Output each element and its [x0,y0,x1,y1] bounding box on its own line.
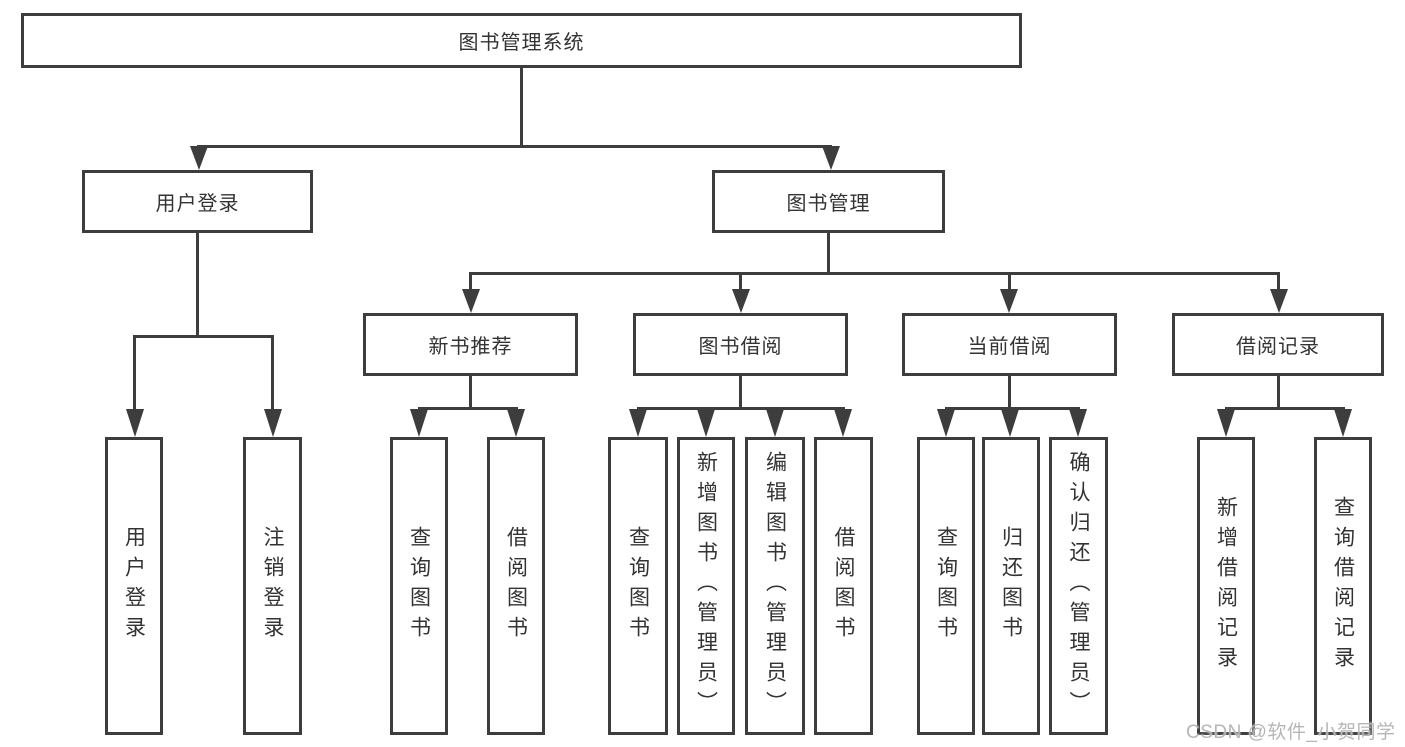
leaf-label: 确认归还（管理员） [1067,451,1090,721]
node-new-book-recommend: 新书推荐 [363,313,578,376]
leaf-add-book-admin: 新增图书（管理员） [677,437,735,735]
leaf-label: 查询图书 [407,526,431,646]
node-book-management: 图书管理 [712,170,945,233]
leaf-query-borrow-record: 查询借阅记录 [1314,437,1372,735]
edge-bookmgmt-drop [739,272,742,292]
node-user-login: 用户登录 [82,170,313,233]
arrow-down-icon [1270,289,1288,313]
leaf-label: 借阅图书 [504,526,528,646]
arrow-down-icon [410,409,428,437]
leaf-label: 查询图书 [934,526,958,646]
leaf-query-books-borrowing: 查询图书 [608,437,668,735]
node-borrow-records: 借阅记录 [1172,313,1384,376]
edge-userlogin-drop [271,335,274,411]
leaf-label: 新增图书（管理员） [694,451,718,721]
leaf-borrow-books-recommend: 借阅图书 [487,437,545,735]
arrow-down-icon [1000,289,1018,313]
edge-current-stem [1008,376,1011,409]
arrow-down-icon [629,409,647,437]
arrow-down-icon [190,146,208,170]
leaf-user-login: 用户登录 [105,437,163,735]
edge-bookmgmt-drop [1277,272,1280,292]
leaf-label: 归还图书 [999,526,1023,646]
edge-current-split [945,407,1080,410]
leaf-query-books-recommend: 查询图书 [390,437,448,735]
leaf-label: 注销登录 [261,526,284,646]
edge-newbook-stem [469,376,472,409]
leaf-logout: 注销登录 [243,437,302,735]
edge-bookmgmt-split [469,272,1280,275]
node-current-borrowing: 当前借阅 [902,313,1117,376]
node-book-borrowing: 图书借阅 [633,313,848,376]
arrow-down-icon [732,289,750,313]
edge-root-split [197,145,832,148]
arrow-down-icon [766,409,784,437]
leaf-confirm-return-admin: 确认归还（管理员） [1049,437,1108,735]
edge-borrow-split [637,407,845,410]
arrow-down-icon [264,409,282,437]
leaf-label: 借阅图书 [832,526,855,646]
arrow-down-icon [507,409,525,437]
arrow-down-icon [834,409,852,437]
edge-userlogin-drop [133,335,136,411]
leaf-add-borrow-record: 新增借阅记录 [1197,437,1255,735]
arrow-down-icon [822,146,840,170]
edge-record-split [1225,407,1345,410]
leaf-edit-book-admin: 编辑图书（管理员） [745,437,805,735]
arrow-down-icon [1334,409,1352,437]
leaf-label: 新增借阅记录 [1214,496,1238,676]
node-root-system: 图书管理系统 [21,13,1022,68]
edge-borrow-stem [739,376,742,409]
edge-userlogin-stem [196,233,199,337]
leaf-label: 用户登录 [122,526,146,646]
leaf-label: 查询图书 [626,526,650,646]
leaf-return-book: 归还图书 [982,437,1040,735]
edge-bookmgmt-drop [469,272,472,292]
leaf-borrow-books-borrowing: 借阅图书 [814,437,873,735]
leaf-query-books-current: 查询图书 [917,437,975,735]
edge-bookmgmt-drop [1008,272,1011,292]
arrow-down-icon [697,409,715,437]
arrow-down-icon [1069,409,1087,437]
edge-newbook-split [418,407,518,410]
arrow-down-icon [126,409,144,437]
edge-userlogin-split [133,335,274,338]
edge-bookmgmt-stem [827,233,830,274]
edge-record-stem [1277,376,1280,409]
arrow-down-icon [462,289,480,313]
edge-root-stem [520,68,523,147]
leaf-label: 编辑图书（管理员） [763,451,787,721]
arrow-down-icon [1001,409,1019,437]
leaf-label: 查询借阅记录 [1331,496,1355,676]
csdn-watermark: CSDN @软件_小贺同学 [1186,722,1396,743]
arrow-down-icon [937,409,955,437]
arrow-down-icon [1217,409,1235,437]
